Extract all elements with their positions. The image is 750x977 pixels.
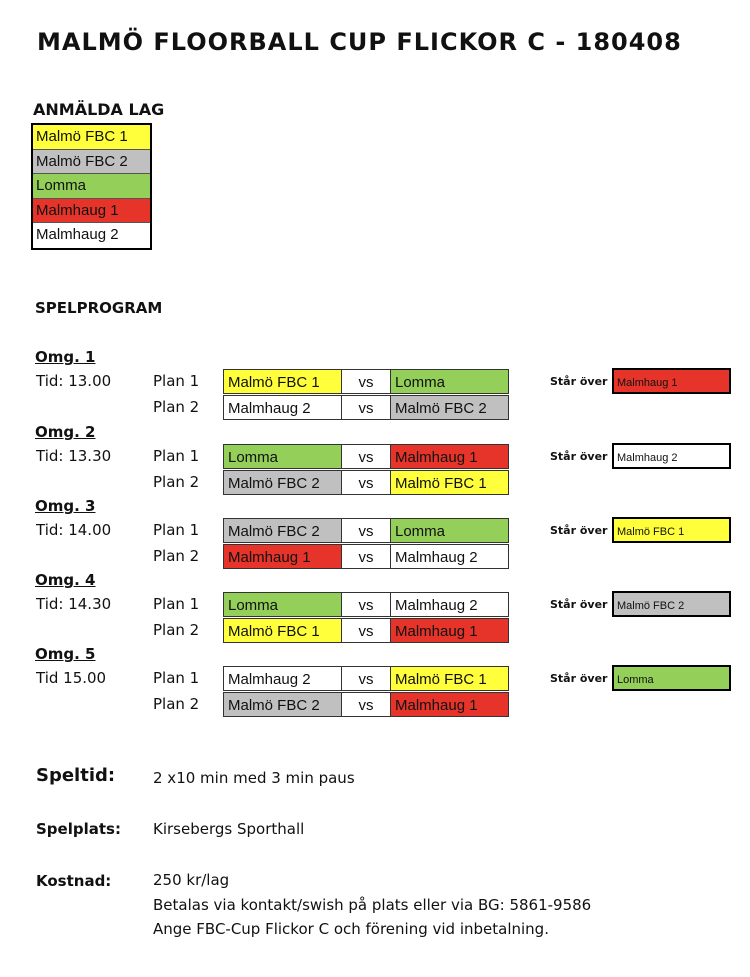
away-team-cell: Malmö FBC 1 [390, 666, 509, 691]
vs-cell: vs [341, 666, 391, 691]
plan-label: Plan 2 [153, 473, 200, 491]
stands-label: Står över [550, 450, 608, 463]
registered-teams-list: Malmö FBC 1 Malmö FBC 2 Lomma Malmhaug 1… [31, 123, 152, 250]
away-team-cell: Malmö FBC 1 [390, 470, 509, 495]
round-time: Tid: 13.00 [36, 372, 112, 390]
team-item: Lomma [33, 174, 150, 199]
away-team-cell: Lomma [390, 518, 509, 543]
away-team-cell: Malmhaug 2 [390, 544, 509, 569]
vs-cell: vs [341, 470, 391, 495]
vs-cell: vs [341, 369, 391, 394]
kostnad-line: 250 kr/lag [153, 871, 230, 889]
spelplats-value: Kirsebergs Sporthall [153, 820, 305, 838]
home-team-cell: Malmhaug 1 [223, 544, 342, 569]
plan-label: Plan 1 [153, 447, 200, 465]
home-team-cell: Malmhaug 2 [223, 666, 342, 691]
plan-label: Plan 2 [153, 621, 200, 639]
speltid-value: 2 x10 min med 3 min paus [153, 769, 355, 787]
round-time: Tid 15.00 [36, 669, 107, 687]
round-label: Omg. 1 [35, 348, 96, 366]
kostnad-line: Betalas via kontakt/swish på plats eller… [153, 896, 592, 914]
plan-label: Plan 2 [153, 547, 200, 565]
vs-cell: vs [341, 395, 391, 420]
plan-label: Plan 2 [153, 398, 200, 416]
vs-cell: vs [341, 692, 391, 717]
away-team-cell: Lomma [390, 369, 509, 394]
stands-team-box: Malmö FBC 1 [612, 517, 731, 543]
home-team-cell: Malmö FBC 2 [223, 518, 342, 543]
spelplats-label: Spelplats: [36, 820, 121, 838]
home-team-cell: Malmhaug 2 [223, 395, 342, 420]
kostnad-line: Ange FBC-Cup Flickor C och förening vid … [153, 920, 549, 938]
home-team-cell: Malmö FBC 2 [223, 470, 342, 495]
round-time: Tid: 13.30 [36, 447, 112, 465]
away-team-cell: Malmhaug 1 [390, 444, 509, 469]
program-heading: SPELPROGRAM [35, 299, 163, 317]
round-label: Omg. 4 [35, 571, 96, 589]
stands-team-box: Malmö FBC 2 [612, 591, 731, 617]
away-team-cell: Malmhaug 2 [390, 592, 509, 617]
away-team-cell: Malmö FBC 2 [390, 395, 509, 420]
kostnad-label: Kostnad: [36, 872, 112, 890]
home-team-cell: Lomma [223, 444, 342, 469]
round-label: Omg. 3 [35, 497, 96, 515]
stands-team-box: Lomma [612, 665, 731, 691]
stands-team-box: Malmhaug 2 [612, 443, 731, 469]
away-team-cell: Malmhaug 1 [390, 618, 509, 643]
round-label: Omg. 5 [35, 645, 96, 663]
page-title: MALMÖ FLOORBALL CUP FLICKOR C - 180408 [37, 28, 682, 56]
team-item: Malmhaug 2 [33, 223, 150, 248]
plan-label: Plan 1 [153, 521, 200, 539]
stands-label: Står över [550, 672, 608, 685]
home-team-cell: Malmö FBC 1 [223, 618, 342, 643]
speltid-label: Speltid: [36, 765, 116, 786]
vs-cell: vs [341, 592, 391, 617]
round-label: Omg. 2 [35, 423, 96, 441]
round-time: Tid: 14.00 [36, 521, 112, 539]
home-team-cell: Malmö FBC 1 [223, 369, 342, 394]
away-team-cell: Malmhaug 1 [390, 692, 509, 717]
team-item: Malmhaug 1 [33, 198, 150, 223]
vs-cell: vs [341, 444, 391, 469]
vs-cell: vs [341, 518, 391, 543]
home-team-cell: Lomma [223, 592, 342, 617]
registered-heading: ANMÄLDA LAG [33, 100, 165, 119]
stands-label: Står över [550, 375, 608, 388]
plan-label: Plan 1 [153, 669, 200, 687]
vs-cell: vs [341, 544, 391, 569]
plan-label: Plan 1 [153, 595, 200, 613]
plan-label: Plan 1 [153, 372, 200, 390]
team-item: Malmö FBC 2 [33, 149, 150, 174]
team-item: Malmö FBC 1 [33, 125, 150, 150]
home-team-cell: Malmö FBC 2 [223, 692, 342, 717]
stands-team-box: Malmhaug 1 [612, 368, 731, 394]
stands-label: Står över [550, 524, 608, 537]
vs-cell: vs [341, 618, 391, 643]
round-time: Tid: 14.30 [36, 595, 112, 613]
plan-label: Plan 2 [153, 695, 200, 713]
stands-label: Står över [550, 598, 608, 611]
